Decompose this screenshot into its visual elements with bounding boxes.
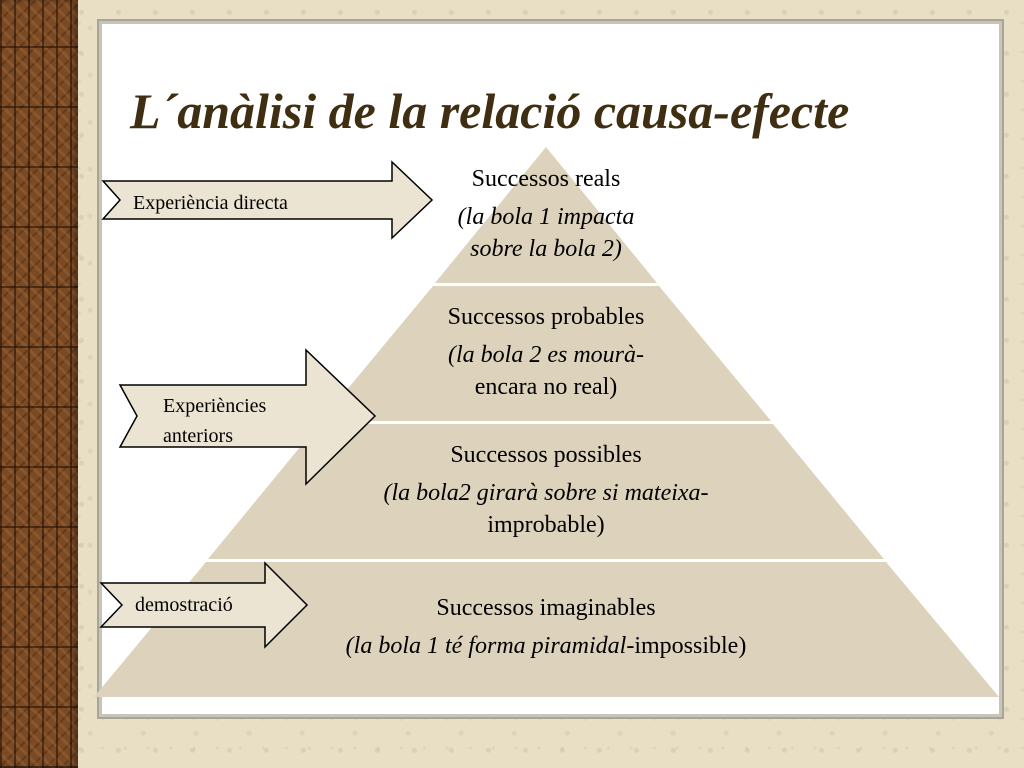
- level-1-heading: Successos reals: [471, 166, 621, 192]
- pyramid-level-1: [435, 147, 657, 283]
- level-1-detail-2: sobre la bola 2): [470, 236, 622, 262]
- decorative-wood-border: [0, 0, 78, 768]
- level-4-text: Successos imaginables (la bola 1 té form…: [246, 592, 846, 662]
- pyramid-level-2: [321, 286, 771, 421]
- level-3-detail-2: improbable): [487, 512, 605, 538]
- pyramid-level-3: [208, 424, 884, 559]
- level-4-detail-1: (la bola 1 té forma piramidal-impossible…: [345, 633, 747, 659]
- level-1-detail-1: (la bola 1 impacta: [457, 204, 635, 230]
- level-4-heading: Successos imaginables: [436, 595, 656, 621]
- arrow-demostracio: [99, 561, 309, 649]
- level-3-heading: Successos possibles: [450, 442, 642, 468]
- level-2-detail-1: (la bola 2 es mourà-: [448, 342, 644, 368]
- level-1-text: Successos reals (la bola 1 impacta sobre…: [400, 163, 692, 265]
- arrow-experiencies-anteriors: [118, 348, 377, 486]
- arrow-label-line-2: anteriors: [163, 425, 233, 447]
- arrow-experiencia-directa: [101, 160, 434, 240]
- level-2-heading: Successos probables: [447, 304, 645, 330]
- pyramid-level-4: [94, 562, 999, 697]
- level-3-detail-1: (la bola2 girarà sobre si mateixa-: [383, 480, 709, 506]
- arrow-label-demostracio: demostració: [135, 594, 233, 616]
- level-2-text: Successos probables (la bola 2 es mourà-…: [380, 301, 712, 403]
- slide-title: L´anàlisi de la relació causa-efecte: [130, 83, 850, 139]
- arrow-label-line-1: Experiències: [163, 395, 267, 417]
- level-2-detail-2: encara no real): [474, 374, 618, 400]
- level-3-text: Successos possibles (la bola2 girarà sob…: [300, 439, 792, 541]
- arrow-label-experiencia-directa: Experiència directa: [133, 192, 288, 214]
- arrow-label-experiencies-anteriors: Experiències anteriors: [163, 391, 266, 451]
